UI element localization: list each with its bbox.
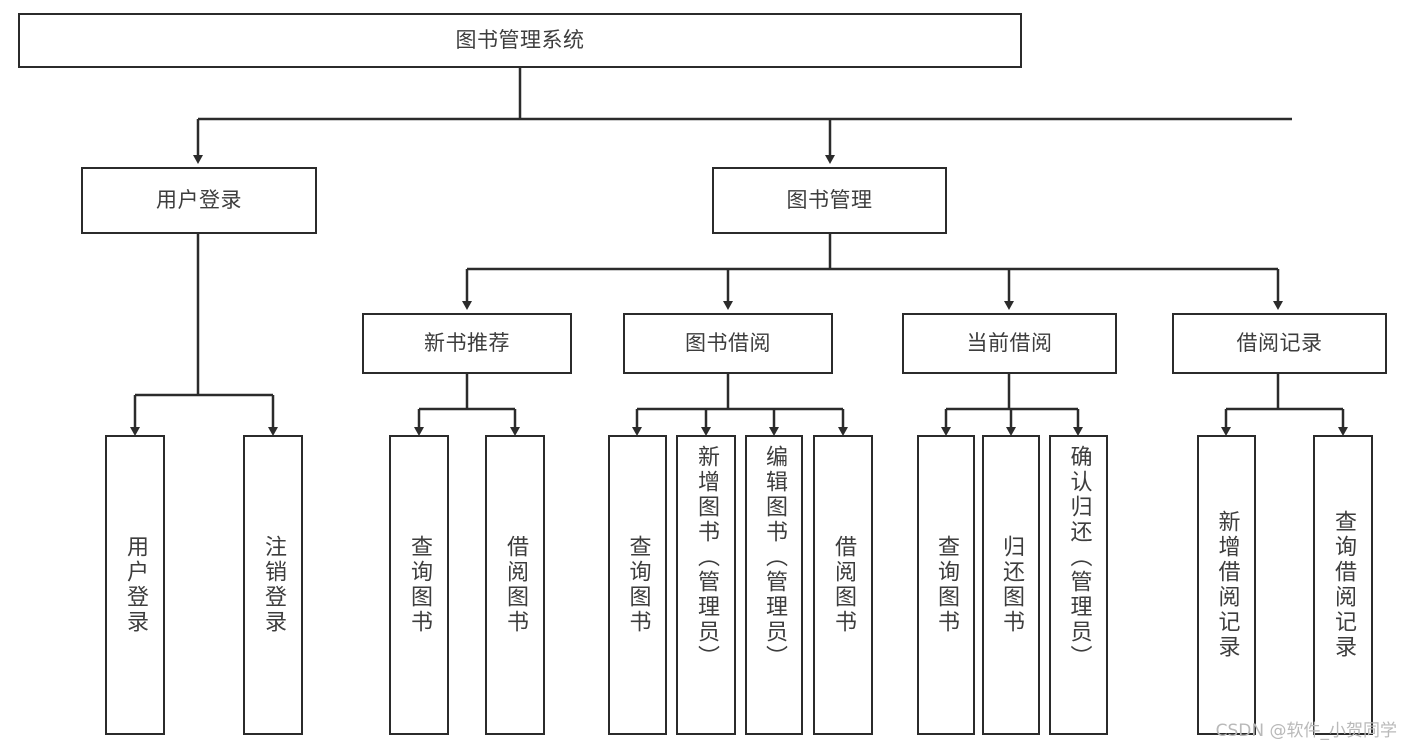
node-label: 新增借阅记录 [1214, 510, 1240, 660]
node-leaf-borrow-record-add-record[interactable]: 新增借阅记录 [1197, 435, 1256, 735]
node-label: 当前借阅 [966, 331, 1053, 356]
node-leaf-current-borrow-confirm-return[interactable]: 确认归还（管理员） [1049, 435, 1108, 735]
node-leaf-book-borrow-query-book[interactable]: 查询图书 [608, 435, 667, 735]
node-label: 查询图书 [407, 535, 432, 635]
node-current-borrow[interactable]: 当前借阅 [902, 313, 1117, 374]
node-label: 借阅记录 [1236, 331, 1323, 356]
node-leaf-current-borrow-return-book[interactable]: 归还图书 [982, 435, 1040, 735]
node-label: 图书借阅 [685, 331, 771, 356]
node-label: 用户登录 [156, 188, 242, 213]
node-leaf-book-borrow-edit-book[interactable]: 编辑图书（管理员） [745, 435, 803, 735]
watermark: CSDN @软件_小贺同学 [1215, 721, 1397, 741]
node-book-borrow[interactable]: 图书借阅 [623, 313, 833, 374]
node-label: 编辑图书（管理员） [762, 445, 787, 670]
node-root-book-management-system[interactable]: 图书管理系统 [18, 13, 1022, 68]
node-leaf-user-login-login[interactable]: 用户登录 [105, 435, 165, 735]
node-leaf-current-borrow-query-book[interactable]: 查询图书 [917, 435, 975, 735]
node-borrow-record[interactable]: 借阅记录 [1172, 313, 1387, 374]
node-label: 借阅图书 [831, 535, 856, 635]
node-label: 图书管理系统 [455, 28, 585, 53]
node-label: 借阅图书 [503, 535, 528, 635]
node-label: 新书推荐 [424, 331, 510, 356]
node-user-login[interactable]: 用户登录 [81, 167, 317, 234]
node-label: 新增图书（管理员） [694, 445, 719, 670]
node-label: 查询借阅记录 [1331, 510, 1356, 660]
node-label: 查询图书 [934, 535, 959, 635]
node-label: 用户登录 [123, 535, 148, 635]
node-label: 确认归还（管理员） [1066, 445, 1092, 670]
node-leaf-new-book-borrow-book[interactable]: 借阅图书 [485, 435, 545, 735]
node-new-book-recommend[interactable]: 新书推荐 [362, 313, 572, 374]
node-leaf-borrow-record-query-record[interactable]: 查询借阅记录 [1313, 435, 1373, 735]
node-label: 注销登录 [261, 535, 286, 635]
node-book-management[interactable]: 图书管理 [712, 167, 947, 234]
node-leaf-new-book-query-book[interactable]: 查询图书 [389, 435, 449, 735]
node-leaf-book-borrow-add-book[interactable]: 新增图书（管理员） [676, 435, 736, 735]
node-label: 查询图书 [625, 535, 651, 635]
node-leaf-user-login-logout[interactable]: 注销登录 [243, 435, 303, 735]
node-label: 图书管理 [786, 188, 873, 213]
node-label: 归还图书 [999, 535, 1024, 635]
node-leaf-book-borrow-borrow-book[interactable]: 借阅图书 [813, 435, 873, 735]
